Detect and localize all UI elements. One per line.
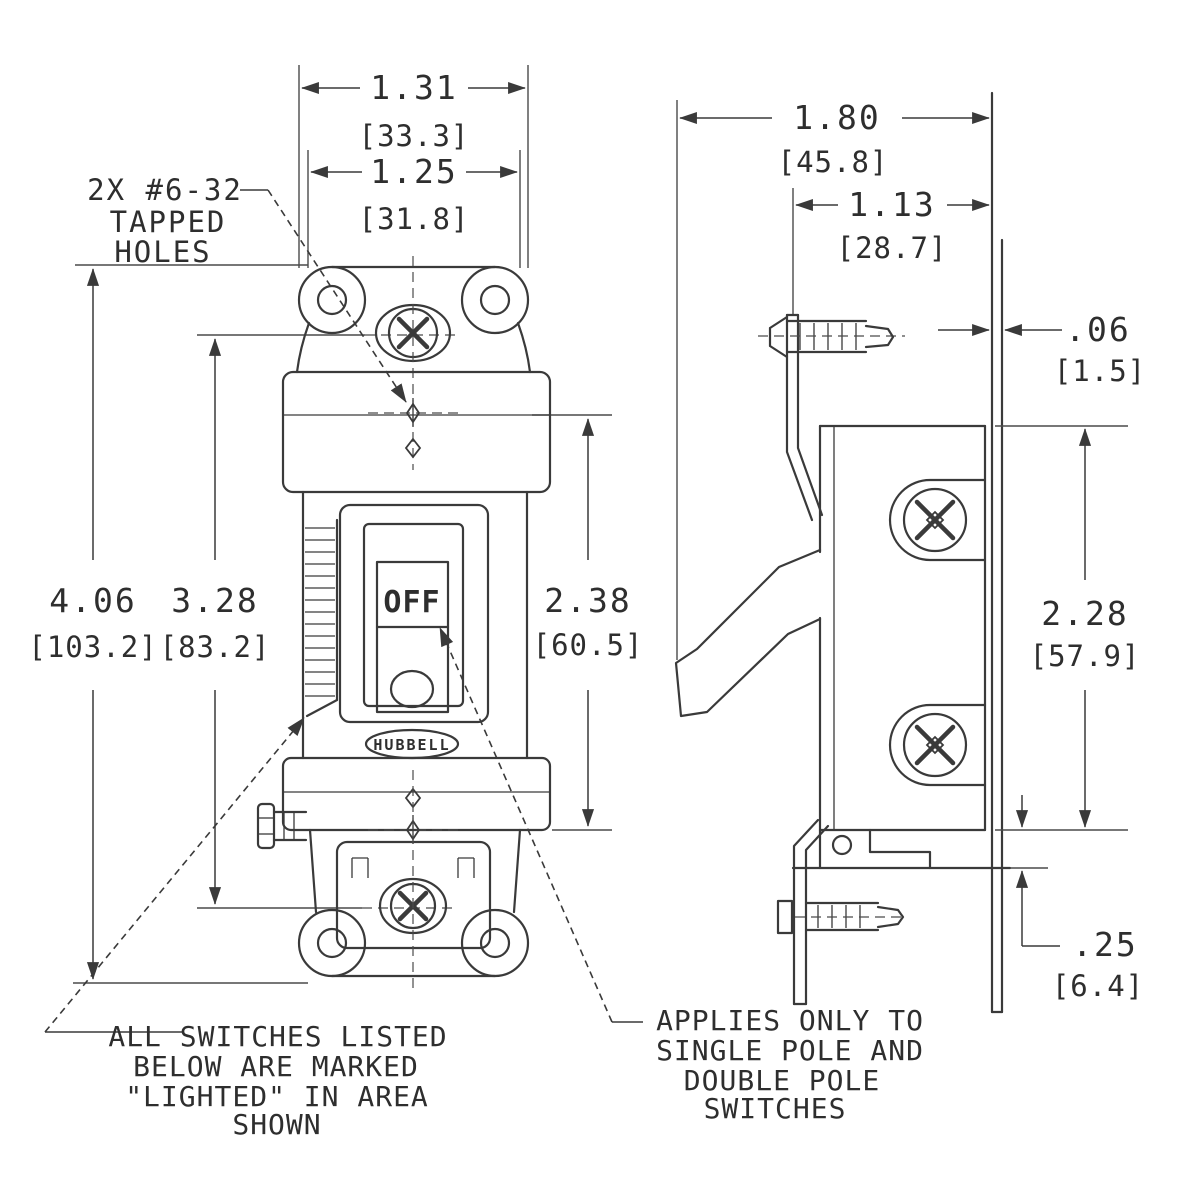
captive-screw-bottom (776, 899, 905, 935)
dimension-depth-overall: 1.80 [45.8] (676, 98, 990, 660)
dim-bracket-offset-in: .25 (1072, 925, 1138, 964)
tapped-holes-leader (267, 189, 407, 403)
dim-height-mounting-mm: [83.2] (160, 630, 271, 664)
dimension-bracket-offset: .25 [6.4] (1010, 795, 1144, 1003)
side-body (674, 424, 987, 832)
dimension-depth-body: 1.13 [28.7] (792, 185, 990, 315)
dimension-strap-thickness: .06 [1.5] (938, 310, 1146, 388)
lighted-note-line-2: BELOW ARE MARKED (133, 1050, 419, 1083)
side-bottom-bracket (776, 818, 1012, 1006)
dim-width-outer-in: 1.31 (370, 68, 457, 107)
dimension-width-outer: 1.31 [33.3] (301, 68, 526, 153)
dim-depth-body-mm: [28.7] (837, 231, 948, 265)
dimension-height-overall: 4.06 [103.2] (28, 268, 157, 980)
poles-note-line-4: SWITCHES (704, 1092, 847, 1125)
side-strap (990, 91, 1004, 1014)
callout-line-3: HOLES (114, 235, 211, 269)
lighted-window (389, 669, 435, 709)
dim-width-inner-in: 1.25 (370, 152, 457, 191)
brand-label: HUBBELL (373, 736, 450, 754)
dim-depth-overall-mm: [45.8] (778, 145, 889, 179)
dimension-body-height: 2.28 [57.9] (995, 425, 1141, 831)
front-view: 1.31 [33.3] 1.25 [31.8] 4.06 [103.2] 3.2… (28, 65, 644, 988)
front-bottom-strap (297, 770, 530, 988)
brand-oval (364, 728, 460, 760)
toggle-assembly: OFF HUBBELL (338, 503, 490, 760)
front-top-strap (295, 256, 532, 470)
side-terminal-screw (256, 802, 308, 850)
lighted-note-line-3: "LIGHTED" IN AREA (125, 1080, 429, 1113)
dim-strap-thickness-in: .06 (1065, 310, 1131, 349)
dimension-height-mounting: 3.28 [83.2] (160, 338, 271, 905)
lighted-note-leader (44, 717, 305, 1033)
callout-line-1: 2X #6-32 (87, 173, 243, 207)
bottom-ear-left (297, 908, 367, 978)
dim-width-outer-mm: [33.3] (359, 119, 470, 153)
dim-height-mounting-in: 3.28 (171, 581, 258, 620)
bottom-ear-right (460, 908, 530, 978)
dimension-width-inner: 1.25 [31.8] (310, 152, 518, 236)
dim-height-overall-in: 4.06 (49, 581, 136, 620)
captive-screw-top (758, 315, 905, 359)
callout-line-2: TAPPED (110, 205, 227, 239)
front-extension-lines (73, 65, 612, 984)
toggle-lever-side[interactable] (674, 548, 822, 718)
dim-depth-overall-in: 1.80 (793, 98, 880, 137)
terminal-screw-upper (888, 478, 987, 562)
diamond-mark-top (404, 437, 422, 459)
dim-depth-body-in: 1.13 (848, 185, 935, 224)
dim-height-body-mm: [60.5] (533, 628, 644, 662)
dim-height-body-in: 2.38 (544, 581, 631, 620)
poles-note-line-1: APPLIES ONLY TO (656, 1004, 924, 1037)
dimension-height-body: 2.38 [60.5] (533, 418, 644, 827)
side-top-bracket (758, 313, 905, 522)
side-view: 1.80 [45.8] 1.13 [28.7] .06 [1.5] (674, 91, 1146, 1014)
dim-height-overall-mm: [103.2] (28, 630, 157, 664)
dim-body-height-in: 2.28 (1041, 594, 1128, 633)
lighted-area-ribs (305, 518, 339, 718)
poles-note-line-3: DOUBLE POLE (684, 1064, 880, 1097)
toggle-outer-frame (338, 503, 490, 724)
note-poles: APPLIES ONLY TO SINGLE POLE AND DOUBLE P… (439, 627, 924, 1125)
dim-width-inner-mm: [31.8] (359, 202, 470, 236)
dim-body-height-mm: [57.9] (1030, 639, 1141, 673)
poles-note-line-2: SINGLE POLE AND (656, 1034, 924, 1067)
note-lighted: ALL SWITCHES LISTED BELOW ARE MARKED "LI… (44, 717, 447, 1141)
dim-strap-thickness-mm: [1.5] (1054, 354, 1146, 388)
lighted-note-line-4: SHOWN (232, 1108, 321, 1141)
toggle-off-label: OFF (383, 585, 440, 620)
upper-wing (281, 370, 552, 494)
lighted-note-line-1: ALL SWITCHES LISTED (108, 1020, 447, 1053)
dim-bracket-offset-mm: [6.4] (1052, 969, 1144, 1003)
tapped-holes-callout: 2X #6-32 TAPPED HOLES (87, 173, 407, 403)
datum-symbol-top (405, 398, 421, 427)
terminal-screw-lower (888, 703, 987, 787)
